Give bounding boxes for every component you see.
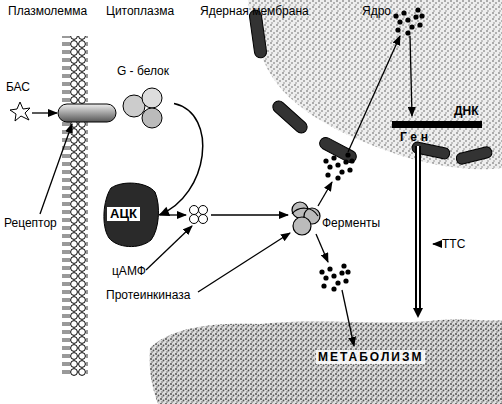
arrow-head	[159, 207, 170, 216]
leader-line	[40, 124, 72, 214]
arrow	[318, 182, 332, 206]
text-label: Цитоплазма	[106, 4, 174, 18]
leader-line	[433, 243, 440, 244]
connector-line	[415, 146, 421, 310]
arrow	[316, 234, 328, 262]
node-text: G - белок	[112, 64, 174, 78]
text-label: Ферменты	[322, 216, 380, 230]
text-label: Рецептор	[4, 216, 57, 230]
node-box: G - белок	[112, 64, 174, 136]
connector	[413, 146, 423, 318]
node-box: АЦК	[103, 182, 159, 248]
lipid-bilayer	[62, 36, 88, 376]
arrow	[348, 36, 400, 152]
text-label: цАМФ	[112, 264, 146, 278]
nuclear-dots	[393, 7, 424, 35]
nucleus	[248, 0, 502, 169]
arrow-head	[413, 308, 423, 318]
protein-kinase	[292, 202, 320, 235]
arrow	[410, 36, 412, 116]
arrow	[342, 290, 354, 346]
receptor-protein	[58, 104, 116, 122]
text-label: ТТС	[442, 237, 465, 251]
arrow	[160, 214, 186, 215]
nuclear-membrane	[249, 9, 493, 165]
arrow	[32, 112, 57, 113]
text-label: БАС	[6, 80, 30, 94]
metabolism-area	[149, 319, 502, 404]
leader-line	[146, 226, 192, 270]
text-label: Протеинкиназа	[106, 288, 190, 302]
connector	[159, 104, 203, 216]
dna-bar	[392, 121, 482, 128]
node-text: Ген	[400, 130, 432, 144]
enzyme-dots	[319, 263, 350, 291]
leader-line	[198, 233, 290, 292]
text-label: Плазмолемма	[8, 4, 87, 18]
enzyme-dots	[323, 152, 354, 180]
connector-line	[159, 104, 203, 215]
g-protein-subunit	[142, 88, 162, 108]
text-label: Ядерная мембрана	[200, 4, 309, 18]
adenylate-cyclase-shape	[104, 183, 159, 247]
node-text: АЦК	[107, 207, 140, 221]
node-text: ДНК	[454, 104, 479, 118]
signal-molecule	[10, 102, 30, 121]
node-box: МЕТАБОЛИЗМ	[150, 318, 502, 404]
g-protein-subunit	[142, 108, 162, 128]
connector-line	[417, 146, 419, 310]
text-label: Ядро	[362, 4, 391, 18]
arrow	[211, 214, 288, 215]
node-box: ДНК Ген	[390, 104, 490, 146]
node-text: МЕТАБОЛИЗМ	[316, 350, 425, 364]
camp-molecules	[190, 206, 208, 224]
